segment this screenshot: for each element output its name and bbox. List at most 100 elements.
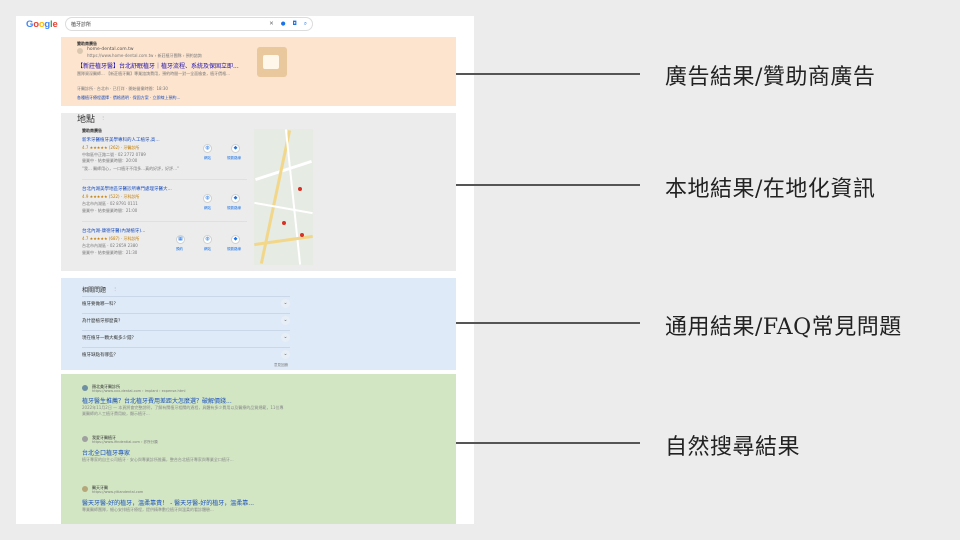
map-pin-icon[interactable] — [300, 233, 304, 237]
more-icon[interactable]: ⋮ — [101, 115, 105, 120]
result-snippet: 2022年11月2日 — 本頁將會完整說明，了解有關植牙相關的過程，具體有多少費… — [82, 405, 284, 416]
local-listing-review: "我… 醫師用心，一口植牙不用多…真的好評，好評…" — [82, 166, 179, 171]
result-site[interactable]: 我愛牙醫植牙 — [92, 435, 116, 440]
divider — [82, 179, 247, 180]
annotation-connector — [456, 322, 640, 324]
directions-button-label[interactable]: 規劃路線 — [227, 206, 241, 210]
logo-letter: o — [38, 19, 45, 30]
ad-favicon — [77, 48, 83, 54]
result-url[interactable]: https://www.yitiandental.com — [92, 490, 144, 494]
organic-results-panel: 顏北美牙醫診所 https://www.xxx-dental.com › imp… — [61, 374, 456, 524]
result-url[interactable]: https://www.xxx-dental.com › implant › e… — [92, 389, 186, 393]
ad-title-link[interactable]: 【新莊植牙醫】台北舒眠植牙｜植牙流程、系統及保固立即... — [77, 63, 239, 70]
local-listing-hours: 營業中 · 結束營業時間：20:00 — [82, 158, 138, 163]
chevron-down-icon[interactable]: ⌄ — [281, 350, 290, 359]
faq-heading: 相關問題 — [82, 287, 107, 294]
result-site[interactable]: 顏北美牙醫診所 — [92, 384, 120, 389]
website-icon[interactable]: ◍ — [203, 194, 212, 203]
faq-question: 現在植牙一顆大概多少錢？ — [82, 336, 136, 341]
faq-item[interactable]: 植牙要做哪一科？ ⌄ — [82, 296, 290, 311]
website-button-label[interactable]: 網站 — [204, 206, 211, 210]
result-title-link[interactable]: 醫天牙醫-好的植牙，溫柔靠責！ - 醫天牙醫-好的植牙，溫柔靠... — [82, 500, 255, 507]
map-pin-icon[interactable] — [298, 187, 302, 191]
chevron-down-icon[interactable]: ⌄ — [281, 333, 290, 342]
ad-thumbnail[interactable] — [257, 47, 287, 77]
camera-icon[interactable]: ◘ — [292, 21, 297, 27]
directions-icon[interactable]: ◆ — [231, 194, 240, 203]
more-icon[interactable]: ⋮ — [113, 286, 117, 291]
site-favicon — [82, 486, 88, 492]
directions-button-label[interactable]: 規劃路線 — [227, 156, 241, 160]
site-favicon — [82, 436, 88, 442]
map-road — [284, 129, 302, 265]
result-title-link[interactable]: 植牙醫生推薦？台北植牙費用差距大怎麼選？破解價錢... — [82, 398, 232, 405]
website-icon[interactable]: ◍ — [203, 235, 212, 244]
local-map[interactable] — [254, 129, 313, 265]
logo-letter: o — [33, 19, 39, 30]
annotation-local-results: 本地結果/在地化資訊 — [665, 177, 876, 202]
ad-site[interactable]: home-dental.com.tw — [87, 47, 134, 52]
local-listing-name[interactable]: 台北內湖-康德牙醫(內湖植牙)... — [82, 229, 146, 234]
local-listing-rating: 4.7 ★★★★★ (687) · 牙科診所 — [82, 236, 140, 241]
local-listing-hours: 營業中 · 結束營業時間：21:00 — [82, 208, 138, 213]
ad-snippet: 團隊資深醫師... 【新莊植牙醫】專業諮詢費用，預約時間一對一全面檢查，植牙價格… — [77, 71, 230, 76]
local-listing-rating: 4.7 ★★★★★ (262) · 牙醫診所 — [82, 145, 140, 150]
map-pin-icon[interactable] — [282, 221, 286, 225]
result-snippet: 植牙專家的自主公司植牙 · 安心與專業診所推薦，整合台北植牙專家與專業全口植牙.… — [82, 457, 234, 462]
feedback-link[interactable]: 意見回饋 — [274, 363, 288, 367]
local-listing-address: 台北市內湖區 · 02 2659 2380 — [82, 243, 138, 248]
website-button-label[interactable]: 網站 — [204, 247, 211, 251]
faq-question: 植牙要做哪一科？ — [82, 302, 118, 307]
ad-snippet: 牙醫診所 · 台北市 · 已打烊 · 開始營業時間：18:30 — [77, 86, 168, 91]
annotation-organic-results: 自然搜尋結果 — [665, 435, 801, 460]
map-road — [254, 234, 313, 247]
chevron-down-icon[interactable]: ⌄ — [281, 316, 290, 325]
close-icon[interactable]: ✕ — [269, 21, 274, 27]
local-listing-name[interactable]: 新禾牙醫植牙美學專科的人工植牙,高... — [82, 138, 160, 143]
local-results-panel: 地點 ⋮ 贊助商廣告 新禾牙醫植牙美學專科的人工植牙,高... 4.7 ★★★★… — [61, 113, 456, 271]
local-listing-address: 中和區中正路二號 · 02 2772 0789 — [82, 152, 146, 157]
local-listing-hours: 營業中 · 結束營業時間：21:30 — [82, 250, 138, 255]
logo-letter: G — [26, 19, 34, 30]
google-logo[interactable]: Google — [26, 19, 58, 30]
search-results-screenshot: Google 植牙診所 ✕ ● ◘ ⌕ 贊助商廣告 home-dental.co… — [16, 16, 474, 524]
annotation-faq-results: 通用結果/FAQ常見問題 — [665, 315, 902, 340]
chevron-down-icon[interactable]: ⌄ — [281, 299, 290, 308]
local-listing-name[interactable]: 台北內湖美學地區牙醫診所專門處理牙醫大... — [82, 187, 172, 192]
site-favicon — [82, 385, 88, 391]
directions-icon[interactable]: ◆ — [231, 235, 240, 244]
faq-question: 植牙缺點有哪些？ — [82, 353, 118, 358]
faq-item[interactable]: 現在植牙一顆大概多少錢？ ⌄ — [82, 330, 290, 345]
booking-button-label[interactable]: 預約 — [176, 247, 183, 251]
result-snippet: 專業醫師團隊，細心安排植牙療程，提供精準數位植牙與溫柔的看診體驗... — [82, 507, 214, 512]
website-button-label[interactable]: 網站 — [204, 156, 211, 160]
mic-icon[interactable]: ● — [280, 21, 286, 27]
faq-panel: 相關問題 ⋮ 植牙要做哪一科？ ⌄ 為什麼植牙那麼貴？ ⌄ 現在植牙一顆大概多少… — [61, 278, 456, 370]
local-listing-rating: 4.9 ★★★★★ (522) · 牙科診所 — [82, 194, 140, 199]
calendar-icon[interactable]: ▦ — [176, 235, 185, 244]
ad-sitelinks[interactable]: 各種植牙療程選擇 · 價格透明 · 保固方案 · 立即線上預約... — [77, 95, 181, 100]
directions-icon[interactable]: ◆ — [231, 144, 240, 153]
map-road — [254, 201, 313, 215]
faq-question: 為什麼植牙那麼貴？ — [82, 319, 123, 324]
logo-letter: l — [50, 19, 53, 30]
logo-letter: g — [44, 19, 51, 30]
logo-letter: e — [52, 19, 58, 30]
local-heading: 地點 — [77, 115, 96, 125]
result-site[interactable]: 醫天牙醫 — [92, 485, 108, 490]
search-box[interactable]: 植牙診所 ✕ ● ◘ ⌕ — [65, 17, 313, 31]
result-title-link[interactable]: 台北全口植牙專家 — [82, 450, 131, 457]
ad-url[interactable]: https://www.home-dental.com.tw › 新莊植牙團隊 … — [87, 53, 202, 58]
website-icon[interactable]: ◍ — [203, 144, 212, 153]
result-url[interactable]: https://www.ifindential.com › 診所分類 — [92, 440, 158, 444]
ad-section-label: 贊助商廣告 — [77, 41, 97, 46]
annotation-ad-results: 廣告結果/贊助商廣告 — [665, 65, 876, 90]
search-icon[interactable]: ⌕ — [303, 20, 307, 27]
divider — [82, 221, 247, 222]
faq-item[interactable]: 為什麼植牙那麼貴？ ⌄ — [82, 313, 290, 328]
annotation-connector — [456, 73, 640, 75]
faq-item[interactable]: 植牙缺點有哪些？ ⌄ — [82, 347, 290, 362]
annotation-connector — [456, 442, 640, 444]
search-input[interactable]: 植牙診所 — [71, 21, 92, 28]
directions-button-label[interactable]: 規劃路線 — [227, 247, 241, 251]
